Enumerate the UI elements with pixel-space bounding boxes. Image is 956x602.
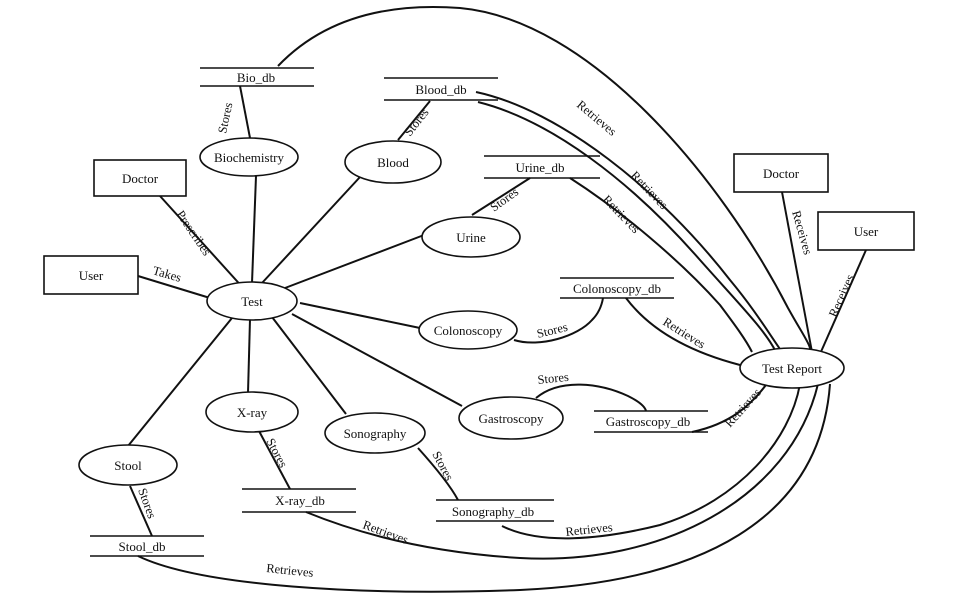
process-label: Biochemistry bbox=[214, 150, 285, 165]
process-label: Stool bbox=[114, 458, 142, 473]
flow-bio-stores bbox=[239, 85, 251, 139]
process-xray: X-ray bbox=[205, 391, 299, 433]
flow-test-stool bbox=[127, 317, 233, 447]
process-label: Urine bbox=[456, 230, 486, 245]
flow-stool-stores bbox=[129, 485, 153, 537]
label-retrieves-blood: Retrieves bbox=[628, 168, 671, 212]
label-prescribes: Prescribes bbox=[174, 208, 214, 259]
flow-stool-retrieves bbox=[137, 383, 831, 593]
flow-blood-stores bbox=[397, 100, 431, 141]
flow-doctor-test bbox=[159, 195, 246, 291]
process-label: Test bbox=[241, 294, 263, 309]
flow-test-sonography bbox=[271, 316, 347, 415]
process-stool: Stool bbox=[78, 444, 178, 486]
flow-lines bbox=[127, 5, 867, 593]
flow-gastroscopy-retrieves bbox=[691, 381, 769, 433]
store-stool-db: Stool_db bbox=[90, 535, 204, 557]
store-label: Stool_db bbox=[119, 539, 166, 554]
process-gastroscopy: Gastroscopy bbox=[458, 396, 564, 440]
entity-label: Doctor bbox=[763, 166, 800, 181]
flow-test-blood bbox=[261, 176, 361, 284]
flow-doctor-receives bbox=[781, 191, 813, 353]
flow-xray-retrieves bbox=[305, 383, 819, 560]
flow-test-colonoscopy bbox=[299, 302, 421, 329]
store-label: Bio_db bbox=[237, 70, 275, 85]
process-colonoscopy: Colonoscopy bbox=[418, 310, 518, 350]
flow-urine-retrieves bbox=[569, 177, 753, 353]
flow-user-test bbox=[137, 275, 211, 299]
label-stores-blood: Stores bbox=[401, 105, 431, 138]
store-label: Gastroscopy_db bbox=[606, 414, 691, 429]
entity-user-left: User bbox=[43, 255, 139, 295]
flow-bio-retrieves bbox=[277, 5, 812, 357]
flow-test-gastroscopy bbox=[291, 313, 463, 407]
process-label: Blood bbox=[377, 155, 409, 170]
entity-doctor-left: Doctor bbox=[93, 159, 187, 197]
label-receives-user: Receives bbox=[826, 272, 857, 319]
process-urine: Urine bbox=[421, 216, 521, 258]
store-xray-db: X-ray_db bbox=[242, 488, 356, 513]
label-stores-xray: Stores bbox=[263, 436, 290, 470]
label-stores-bio: Stores bbox=[215, 101, 235, 135]
label-retrieves-urine: Retrieves bbox=[600, 192, 643, 236]
process-sonography: Sonography bbox=[324, 412, 426, 454]
flow-xray-stores bbox=[258, 430, 291, 490]
store-colonoscopy-db: Colonoscopy_db bbox=[560, 277, 674, 299]
entity-user-right: User bbox=[817, 211, 915, 251]
entity-label: Doctor bbox=[122, 171, 159, 186]
label-stores-gastroscopy: Stores bbox=[537, 370, 570, 387]
process-label: Test Report bbox=[762, 361, 822, 376]
flow-colonoscopy-stores bbox=[513, 297, 604, 344]
flow-sonography-retrieves bbox=[501, 383, 801, 540]
label-stores-urine: Stores bbox=[488, 185, 522, 215]
store-label: X-ray_db bbox=[275, 493, 325, 508]
process-biochemistry: Biochemistry bbox=[199, 137, 299, 177]
entity-label: User bbox=[854, 224, 879, 239]
label-stores-stool: Stores bbox=[135, 486, 159, 520]
flow-test-urine bbox=[284, 234, 425, 289]
flow-gastroscopy-stores bbox=[535, 383, 647, 412]
store-label: Urine_db bbox=[515, 160, 564, 175]
store-urine-db: Urine_db bbox=[484, 155, 600, 179]
flow-test-xray bbox=[247, 318, 251, 394]
flow-urine-stores bbox=[471, 177, 531, 216]
process-blood: Blood bbox=[344, 140, 442, 184]
flow-user-receives bbox=[819, 249, 867, 355]
process-test: Test bbox=[206, 281, 298, 321]
entity-doctor-right: Doctor bbox=[733, 153, 829, 193]
process-label: Sonography bbox=[344, 426, 407, 441]
flow-test-biochemistry bbox=[251, 175, 257, 284]
flow-sonography-stores bbox=[417, 447, 459, 501]
store-label: Sonography_db bbox=[452, 504, 534, 519]
process-test-report: Test Report bbox=[739, 347, 845, 389]
label-retrieves-bio: Retrieves bbox=[574, 98, 619, 139]
label-retrieves-xray: Retrieves bbox=[361, 518, 410, 547]
flow-blood-retrieves-1 bbox=[477, 101, 777, 353]
store-bio-db: Bio_db bbox=[200, 67, 314, 87]
flow-colonoscopy-retrieves bbox=[625, 297, 741, 366]
label-retrieves-stool: Retrieves bbox=[266, 561, 315, 580]
flow-blood-retrieves-2 bbox=[475, 91, 783, 353]
store-gastroscopy-db: Gastroscopy_db bbox=[594, 410, 708, 433]
label-retrieves-sonography: Retrieves bbox=[565, 520, 614, 539]
store-sonography-db: Sonography_db bbox=[436, 499, 554, 522]
process-label: X-ray bbox=[237, 405, 268, 420]
store-blood-db: Blood_db bbox=[384, 77, 498, 101]
label-retrieves-gastroscopy: Retrieves bbox=[722, 385, 764, 430]
entity-label: User bbox=[79, 268, 104, 283]
process-label: Colonoscopy bbox=[434, 323, 503, 338]
store-label: Blood_db bbox=[415, 82, 466, 97]
store-label: Colonoscopy_db bbox=[573, 281, 661, 296]
label-retrieves-colonoscopy: Retrieves bbox=[660, 315, 708, 352]
process-label: Gastroscopy bbox=[479, 411, 544, 426]
